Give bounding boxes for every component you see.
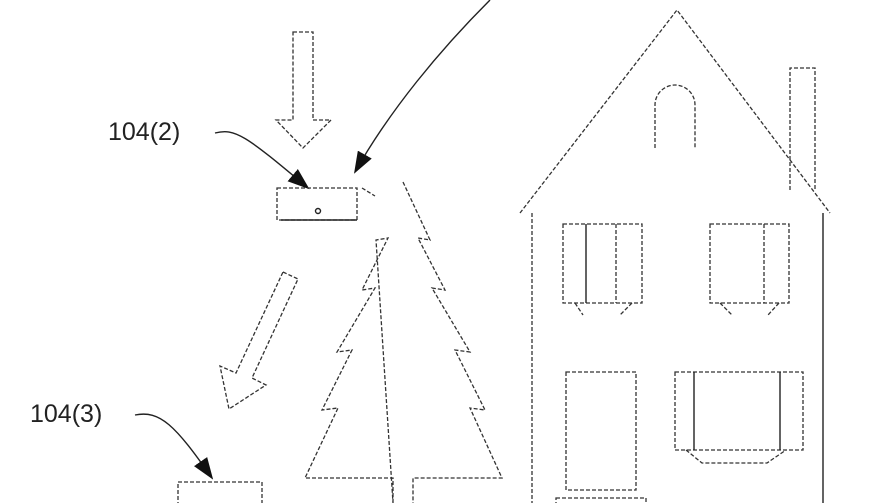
upper-window-right: [709, 223, 790, 316]
down-arrow-icon: [274, 31, 333, 149]
device-104-2: [276, 187, 358, 221]
front-door: [555, 371, 647, 503]
leader-line-104-3: [134, 413, 214, 480]
diagonal-arrow-icon: [219, 271, 299, 411]
house-roof: [519, 8, 831, 214]
tree: [303, 181, 504, 503]
label-104-3: 104(3): [30, 400, 103, 428]
bay-window: [674, 371, 804, 464]
chimney: [789, 67, 816, 190]
device-lens-icon: [314, 207, 322, 215]
upper-window-left: [562, 223, 643, 316]
leader-line-104-2: [214, 130, 310, 190]
curved-pointer-arrow: [354, 0, 491, 174]
attic-window: [654, 84, 696, 148]
tree-tip-mark: [361, 187, 376, 197]
label-104-2: 104(2): [108, 118, 181, 146]
device-104-3: [177, 481, 263, 503]
